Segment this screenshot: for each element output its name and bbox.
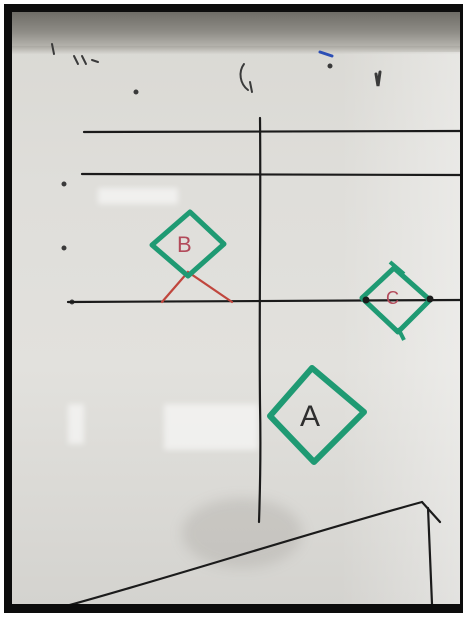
label-b: B bbox=[177, 232, 192, 257]
label-c: C bbox=[386, 288, 399, 308]
whiteboard-drawing: B C A bbox=[12, 12, 460, 604]
label-a: A bbox=[300, 400, 320, 433]
whiteboard-photo: B C A bbox=[12, 12, 460, 604]
diamond-b: B bbox=[152, 212, 224, 276]
black-lines bbox=[66, 118, 460, 604]
red-triangle bbox=[162, 272, 232, 302]
diamond-a: A bbox=[270, 368, 364, 462]
